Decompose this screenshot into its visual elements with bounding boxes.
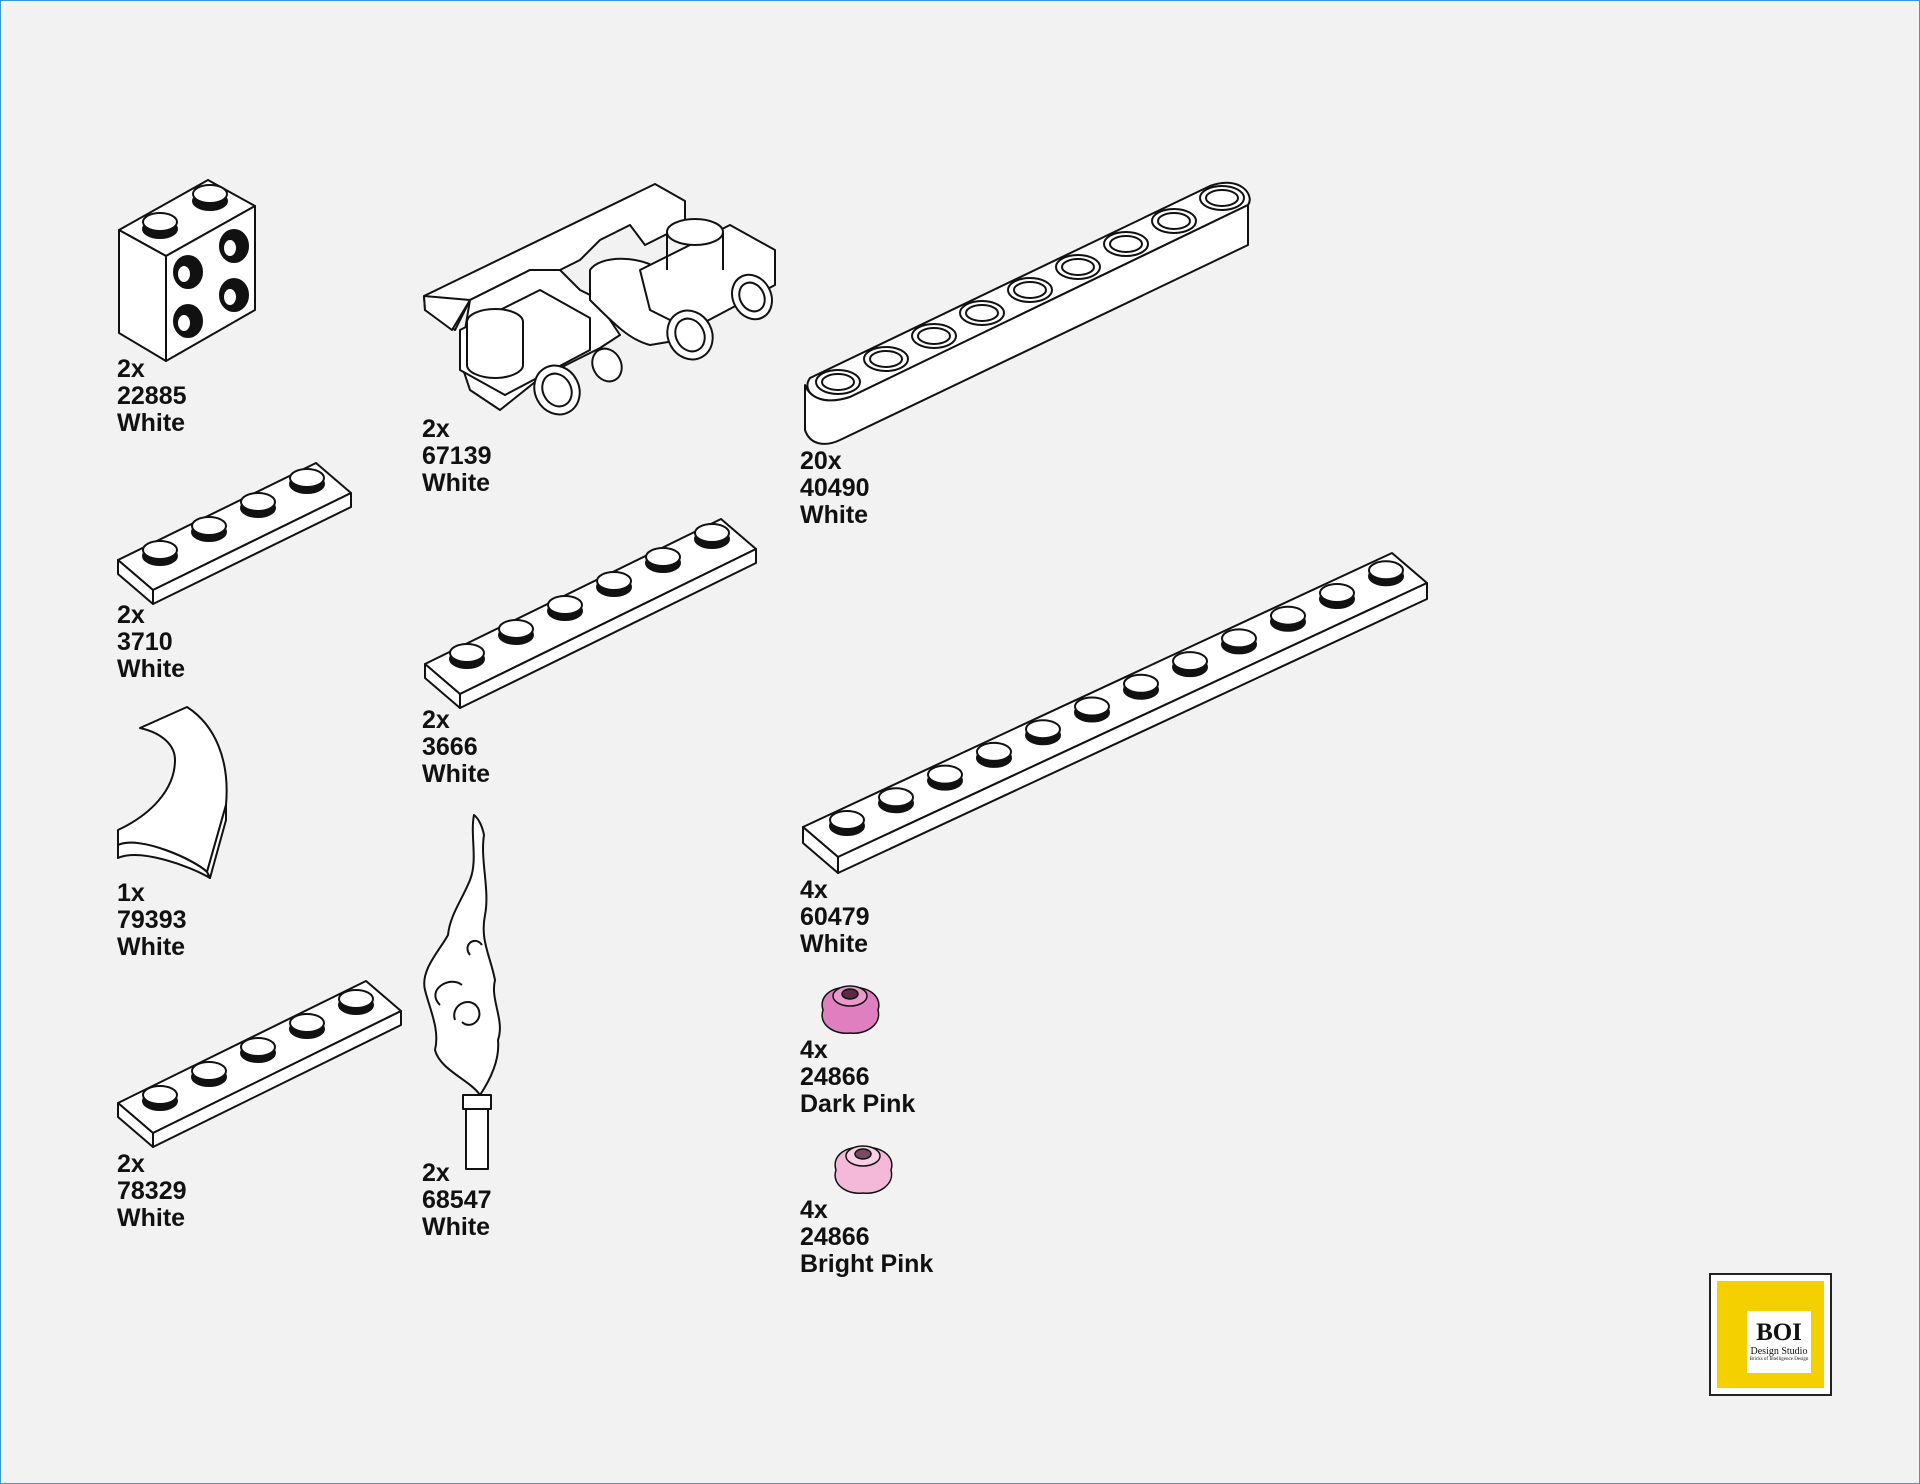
label-60479: 4x 60479 White — [800, 877, 870, 958]
beam-hole-inner — [1109, 235, 1143, 253]
stud-top — [976, 741, 1012, 762]
part-number: 78329 — [117, 1177, 187, 1205]
stud-top — [338, 989, 374, 1009]
stud-top — [1025, 719, 1061, 740]
label-24866-dark-pink: 4x 24866 Dark Pink — [800, 1037, 915, 1118]
stud-top — [142, 540, 178, 560]
stud-top — [694, 523, 730, 543]
beam-hole-inner — [1061, 258, 1095, 276]
part-number: 68547 — [422, 1186, 492, 1214]
part-color: White — [422, 1213, 491, 1241]
part-number: 22885 — [117, 382, 187, 410]
stud-top — [1368, 560, 1404, 581]
stud-top — [547, 595, 583, 615]
stud-top — [289, 1013, 325, 1033]
part-number: 60479 — [800, 903, 870, 931]
stud-top — [1123, 673, 1159, 694]
part-number: 67139 — [422, 442, 492, 470]
beam-hole-inner — [869, 350, 903, 368]
stud-top — [927, 764, 963, 785]
part-qty: 1x — [117, 879, 145, 907]
part-qty: 2x — [422, 1159, 450, 1187]
part-color: White — [800, 930, 869, 958]
beam-hole-inner — [965, 304, 999, 322]
logo-yellow-panel: BOI Design Studio Bricks of Intelligence… — [1717, 1281, 1824, 1388]
logo-tagline: Bricks of Intelligence Design — [1749, 1357, 1809, 1362]
part-qty: 4x — [800, 1036, 828, 1064]
stud-top — [191, 516, 227, 536]
stud-top — [878, 787, 914, 808]
label-79393: 1x 79393 White — [117, 880, 187, 961]
stud-top — [289, 468, 325, 488]
stud-top — [498, 619, 534, 639]
part-color: Bright Pink — [800, 1250, 934, 1278]
logo-card: BOI Design Studio Bricks of Intelligence… — [1747, 1311, 1811, 1373]
part-color: White — [422, 760, 491, 788]
stud-top — [1319, 583, 1355, 603]
beam-hole-inner — [1157, 212, 1191, 230]
label-24866-bright-pink: 4x 24866 Bright Pink — [800, 1197, 933, 1278]
part-number: 3710 — [117, 628, 173, 656]
part-color: Dark Pink — [800, 1090, 916, 1118]
part-qty: 2x — [422, 706, 450, 734]
label-78329: 2x 78329 White — [117, 1151, 187, 1232]
boi-logo: BOI Design Studio Bricks of Intelligence… — [1709, 1273, 1832, 1396]
part-number: 3666 — [422, 733, 478, 761]
part-color: White — [117, 655, 186, 683]
stud-top — [240, 492, 276, 512]
beam-hole-inner — [821, 373, 855, 391]
part-color: White — [117, 933, 186, 961]
label-3666: 2x 3666 White — [422, 707, 490, 788]
stud-top — [1270, 605, 1306, 626]
part-color: White — [117, 409, 186, 437]
beam-hole-inner — [917, 327, 951, 345]
part-number: 24866 — [800, 1063, 870, 1091]
part-color: White — [800, 501, 869, 529]
stud-top — [240, 1037, 276, 1057]
part-qty: 2x — [117, 1150, 145, 1178]
beam-hole-inner — [1013, 281, 1047, 299]
logo-subtitle: Design Studio — [1750, 1346, 1808, 1357]
stud-top — [449, 643, 485, 663]
stud-top — [645, 547, 681, 567]
part-qty: 2x — [117, 355, 145, 383]
part-qty: 2x — [422, 415, 450, 443]
label-22885: 2x 22885 White — [117, 356, 187, 437]
part-number: 24866 — [800, 1223, 870, 1251]
part-number: 79393 — [117, 906, 187, 934]
beam-hole-inner — [1205, 189, 1239, 207]
part-qty: 20x — [800, 447, 842, 475]
stud-top — [1074, 696, 1110, 717]
stud-top — [142, 1085, 178, 1105]
part-color: White — [117, 1204, 186, 1232]
label-40490: 20x 40490 White — [800, 448, 870, 529]
stud-top — [596, 571, 632, 591]
logo-brand: BOI — [1756, 1319, 1802, 1346]
stud-top — [1172, 651, 1208, 672]
stud-top — [191, 1061, 227, 1081]
label-3710: 2x 3710 White — [117, 602, 185, 683]
label-68547: 2x 68547 White — [422, 1160, 492, 1241]
part-color: White — [422, 469, 491, 497]
part-qty: 2x — [117, 601, 145, 629]
part-number: 40490 — [800, 474, 870, 502]
stud-top — [829, 810, 865, 830]
part-qty: 4x — [800, 876, 828, 904]
label-67139: 2x 67139 White — [422, 416, 492, 497]
stud-top — [1221, 628, 1257, 649]
part-qty: 4x — [800, 1196, 828, 1224]
